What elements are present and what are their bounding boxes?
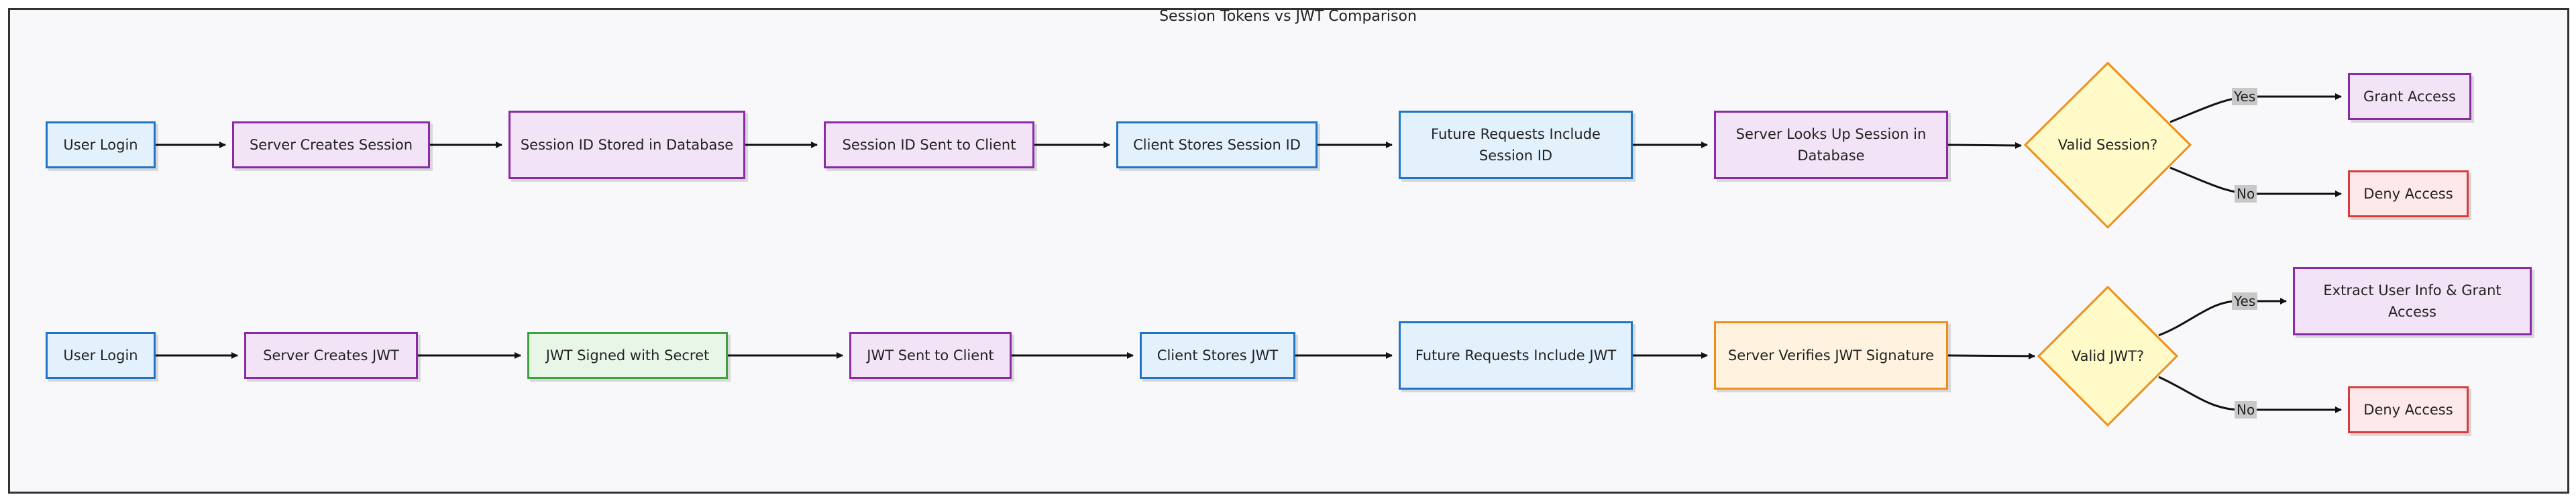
session-deny-access: Deny Access <box>2348 170 2469 217</box>
server-looks-up-session: Server Looks Up Session in Database <box>1714 111 1948 179</box>
valid-session-diamond <box>2023 61 2192 229</box>
session-id-sent: Session ID Sent to Client <box>824 121 1034 168</box>
session-no-label: No <box>2235 185 2257 203</box>
jwt-signed-with-secret: JWT Signed with Secret <box>527 332 728 379</box>
jwt-sent-to-client: JWT Sent to Client <box>849 332 1012 379</box>
edge-jwt-7 <box>1947 352 2035 359</box>
session-id-stored: Session ID Stored in Database <box>508 111 745 179</box>
grant-access: Grant Access <box>2348 73 2471 120</box>
valid-jwt-diamond <box>2037 285 2179 427</box>
jwt-no-label: No <box>2235 401 2257 419</box>
session-user-login: User Login <box>46 121 156 168</box>
session-yes-label: Yes <box>2232 88 2258 105</box>
valid-session-label: Valid Session? <box>2057 137 2158 153</box>
diagram-frame <box>8 8 2569 494</box>
extract-user-info-grant: Extract User Info & Grant Access <box>2293 267 2532 335</box>
server-verifies-jwt: Server Verifies JWT Signature <box>1714 321 1948 390</box>
jwt-yes-label: Yes <box>2232 292 2258 310</box>
diagram-title: Session Tokens vs JWT Comparison <box>1159 8 1417 25</box>
server-creates-jwt: Server Creates JWT <box>244 332 418 379</box>
valid-jwt-label: Valid JWT? <box>2071 348 2145 364</box>
jwt-deny-access: Deny Access <box>2348 386 2469 433</box>
client-stores-jwt: Client Stores JWT <box>1140 332 1295 379</box>
edge-jwt-yes <box>2158 298 2287 337</box>
jwt-user-login: User Login <box>46 332 156 379</box>
jwt-future-requests: Future Requests Include JWT <box>1399 321 1633 390</box>
client-stores-session-id: Client Stores Session ID <box>1116 121 1318 168</box>
session-future-requests: Future Requests Include Session ID <box>1399 111 1633 179</box>
edge-session-7 <box>1947 142 2022 149</box>
server-creates-session: Server Creates Session <box>232 121 430 168</box>
